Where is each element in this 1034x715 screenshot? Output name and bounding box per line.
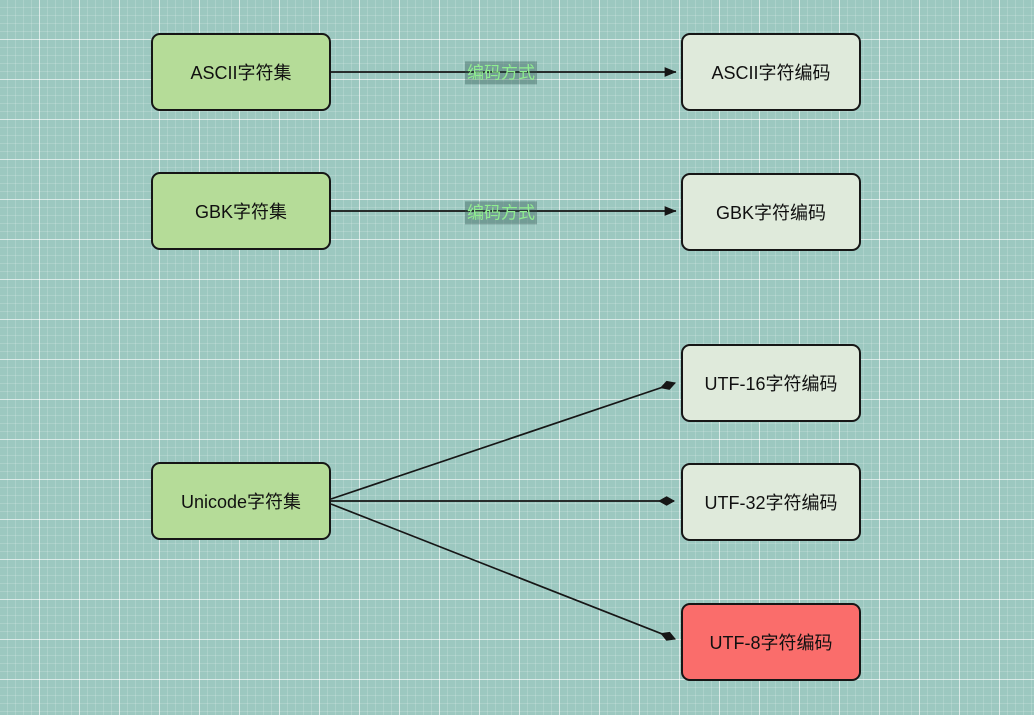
edge-unicode-charset-to-utf8-encoding xyxy=(330,503,676,641)
node-utf32-encoding[interactable]: UTF-32字符编码 xyxy=(681,463,861,541)
node-label: UTF-16字符编码 xyxy=(704,374,838,394)
node-unicode-charset[interactable]: Unicode字符集 xyxy=(151,462,331,540)
node-label: ASCII字符集 xyxy=(190,63,292,83)
node-ascii-charset[interactable]: ASCII字符集 xyxy=(151,33,331,111)
node-label: Unicode字符集 xyxy=(180,492,302,512)
node-label: GBK字符编码 xyxy=(715,203,826,223)
edge-label-encoding-method-gbk[interactable]: 编码方式 xyxy=(465,201,537,225)
node-label: GBK字符集 xyxy=(194,202,287,222)
edge-label-encoding-method-ascii[interactable]: 编码方式 xyxy=(465,61,537,85)
node-gbk-encoding[interactable]: GBK字符编码 xyxy=(681,173,861,251)
node-ascii-encoding[interactable]: ASCII字符编码 xyxy=(681,33,861,111)
node-utf8-encoding[interactable]: UTF-8字符编码 xyxy=(681,603,861,681)
node-label: ASCII字符编码 xyxy=(711,63,831,83)
node-gbk-charset[interactable]: GBK字符集 xyxy=(151,172,331,250)
node-label: UTF-8字符编码 xyxy=(709,633,833,653)
node-label: UTF-32字符编码 xyxy=(704,493,838,513)
edge-unicode-charset-to-utf16-encoding xyxy=(330,380,677,500)
node-utf16-encoding[interactable]: UTF-16字符编码 xyxy=(681,344,861,422)
